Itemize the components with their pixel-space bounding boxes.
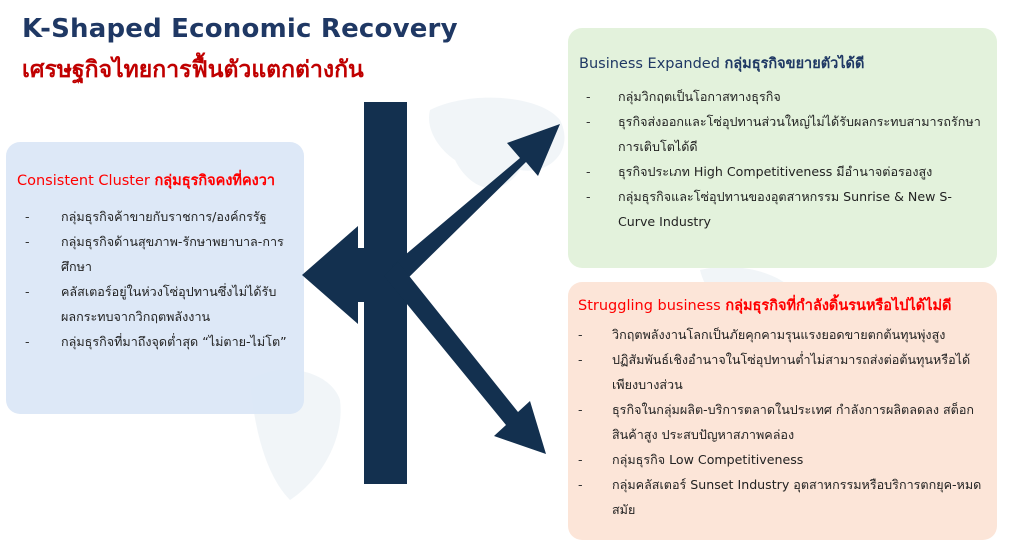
struggling-business-box: Struggling business กลุ่มธุรกิจที่กำลังด… (568, 282, 997, 540)
consistent-cluster-list: กลุ่มธุรกิจค้าขายกับราชการ/องค์กรรัฐ กลุ… (23, 204, 291, 354)
struggling-business-title-en: Struggling business (578, 298, 721, 314)
struggling-business-title: Struggling business กลุ่มธุรกิจที่กำลังด… (578, 294, 951, 317)
business-expanded-title: Business Expanded กลุ่มธุรกิจขยายตัวได้ด… (579, 52, 864, 75)
business-expanded-title-th: กลุ่มธุรกิจขยายตัวได้ดี (724, 56, 865, 72)
list-item: กลุ่มคลัสเตอร์ Sunset Industry อุตสาหกรร… (576, 472, 990, 522)
consistent-cluster-title-th: กลุ่มธุรกิจคงที่คงวา (154, 173, 276, 189)
list-item: ธุรกิจในกลุ่มผลิต-บริการตลาดในประเทศ กำล… (576, 397, 990, 447)
k-left-arrow (302, 226, 380, 324)
list-item: ธุรกิจประเภท High Competitiveness มีอำนา… (584, 159, 984, 184)
list-item: คลัสเตอร์อยู่ในห่วงโซ่อุปทานซึ่งไม่ได้รั… (23, 279, 291, 329)
list-item: กลุ่มธุรกิจ Low Competitiveness (576, 447, 990, 472)
k-shape-arrow (302, 102, 560, 484)
list-item: กลุ่มธุรกิจค้าขายกับราชการ/องค์กรรัฐ (23, 204, 291, 229)
business-expanded-title-en: Business Expanded (579, 56, 720, 72)
list-item: วิกฤตพลังงานโลกเป็นภัยคุกคามรุนแรงยอดขาย… (576, 322, 990, 347)
business-expanded-list: กลุ่มวิกฤตเป็นโอกาสทางธุรกิจ ธุรกิจส่งออ… (584, 84, 984, 234)
consistent-cluster-box: Consistent Cluster กลุ่มธุรกิจคงที่คงวา … (6, 142, 304, 414)
consistent-cluster-title: Consistent Cluster กลุ่มธุรกิจคงที่คงวา (17, 169, 275, 192)
consistent-cluster-title-en: Consistent Cluster (17, 173, 150, 189)
list-item: ปฏิสัมพันธ์เชิงอำนาจในโซ่อุปทานต่ำไม่สาม… (576, 347, 990, 397)
business-expanded-box: Business Expanded กลุ่มธุรกิจขยายตัวได้ด… (568, 28, 997, 268)
page-title: K-Shaped Economic Recovery (22, 14, 458, 44)
list-item: กลุ่มธุรกิจที่มาถึงจุดต่ำสุด “ไม่ตาย-ไม่… (23, 329, 291, 354)
k-lower-arrow (384, 262, 546, 454)
struggling-business-title-th: กลุ่มธุรกิจที่กำลังดิ้นรนหรือไปได้ไม่ดี (725, 298, 952, 314)
list-item: กลุ่มวิกฤตเป็นโอกาสทางธุรกิจ (584, 84, 984, 109)
k-upper-arrow (392, 124, 560, 284)
list-item: กลุ่มธุรกิจด้านสุขภาพ-รักษาพยาบาล-การศึก… (23, 229, 291, 279)
page-subtitle-thai: เศรษฐกิจไทยการฟื้นตัวแตกต่างกัน (22, 57, 364, 83)
struggling-business-list: วิกฤตพลังงานโลกเป็นภัยคุกคามรุนแรงยอดขาย… (576, 322, 990, 522)
list-item: ธุรกิจส่งออกและโซ่อุปทานส่วนใหญ่ไม่ได้รั… (584, 109, 984, 159)
list-item: กลุ่มธุรกิจและโซ่อุปทานของอุตสาหกรรม Sun… (584, 184, 984, 234)
